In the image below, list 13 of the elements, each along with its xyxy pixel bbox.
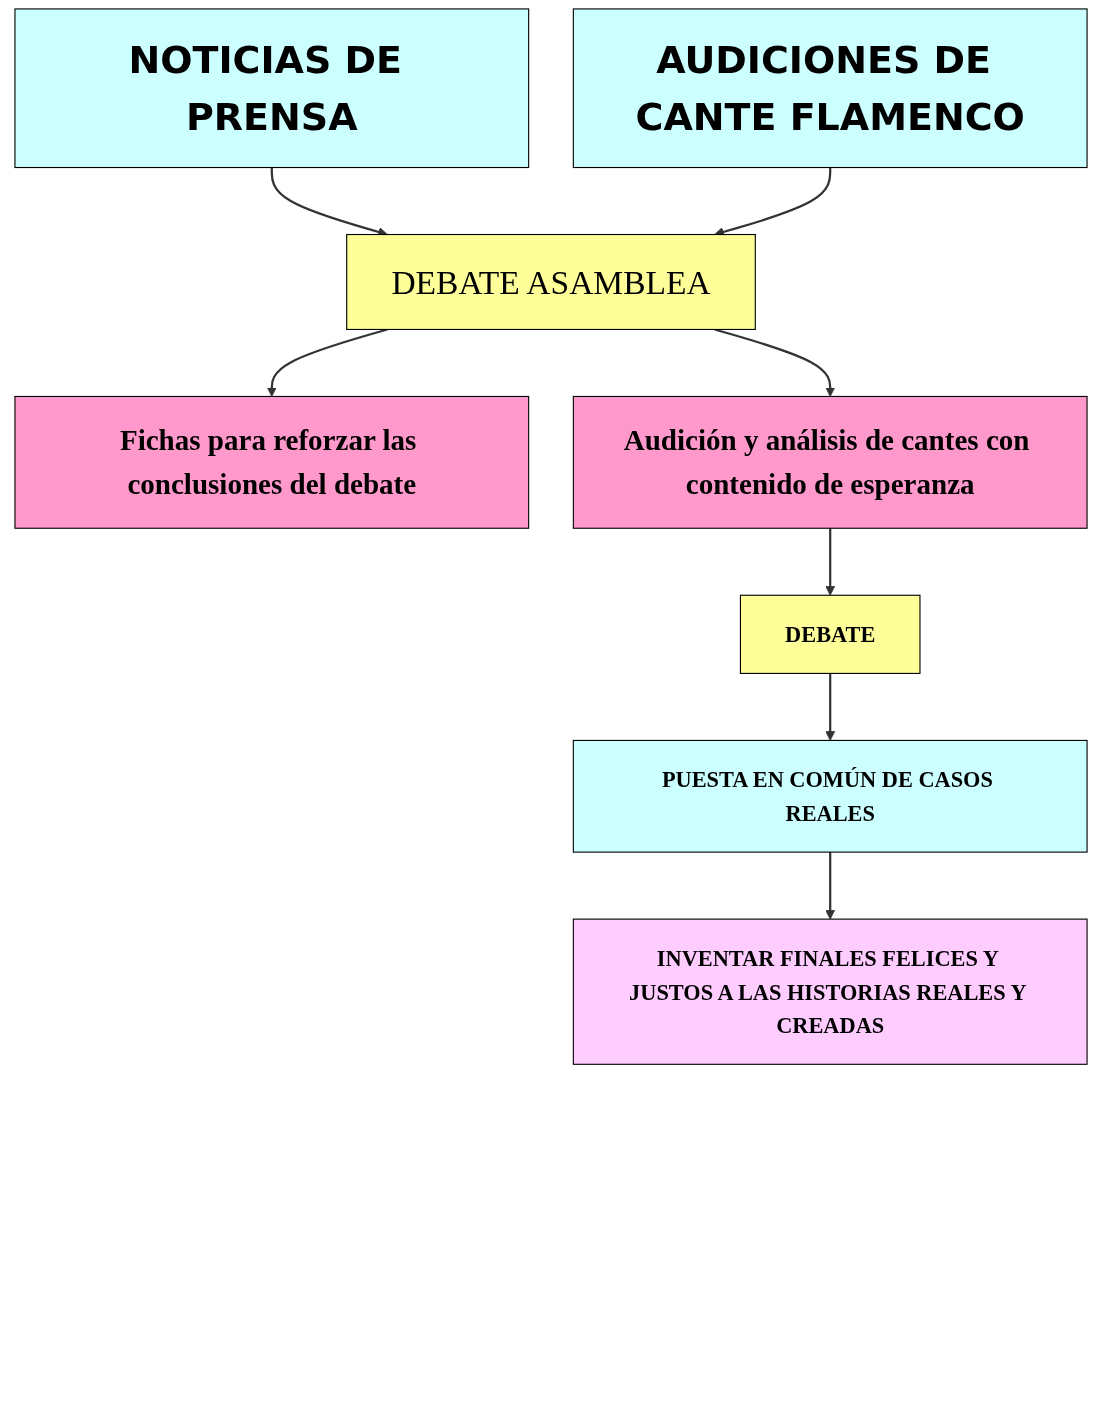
node-box: AUDICIONES DE CANTE FLAMENCO <box>572 8 1088 169</box>
node-box: DEBATE ASAMBLEA <box>346 233 756 330</box>
node-box: PUESTA EN COMÚN DE CASOS REALES <box>572 739 1088 853</box>
arrow <box>825 528 836 596</box>
node-box: DEBATE <box>739 594 921 674</box>
arrow <box>266 328 388 397</box>
arrow <box>825 852 836 920</box>
arrow <box>825 673 836 741</box>
node-box: NOTICIAS DE PRENSA <box>14 8 530 169</box>
node-box: Audición y análisis de cantes con contenido de esperanza <box>572 395 1088 529</box>
arrow <box>714 328 836 397</box>
node-box: Fichas para reforzar las conclusiones del debate <box>14 395 530 529</box>
node-box: INVENTAR FINALES FELICES Y JUSTOS A LAS HISTORIAS REALES Y CREADAS <box>572 918 1088 1065</box>
